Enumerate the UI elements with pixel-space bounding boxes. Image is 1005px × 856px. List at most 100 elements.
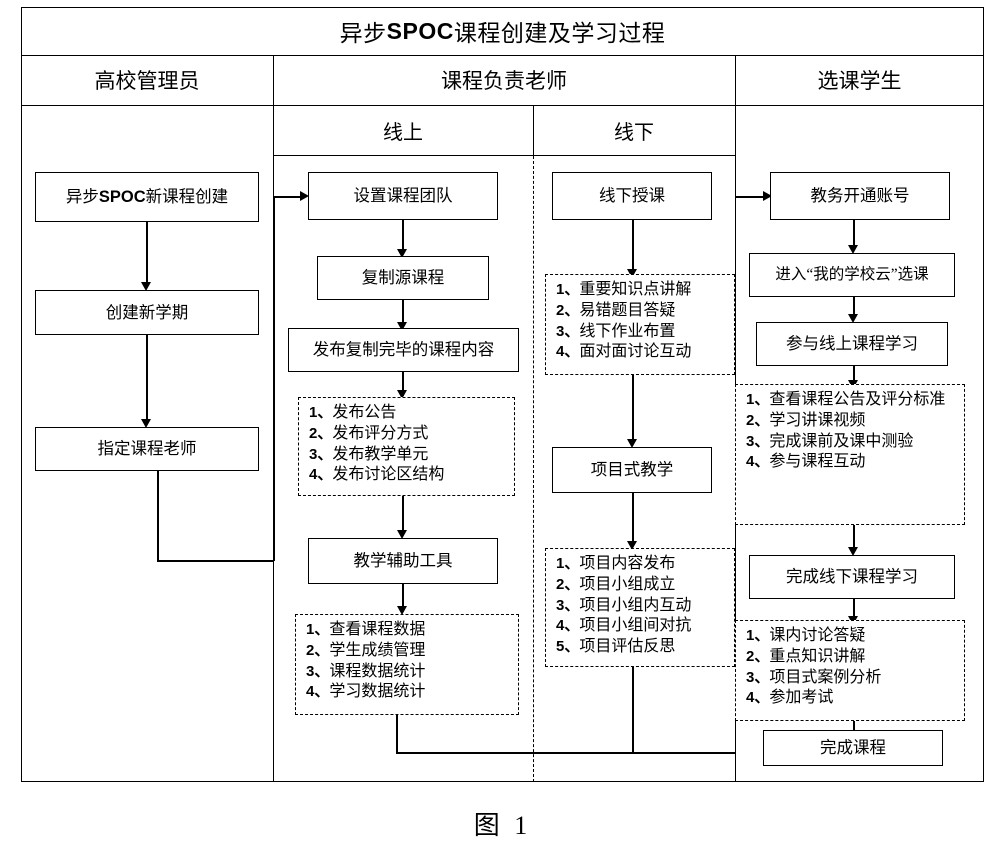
- list-item: 2、发布评分方式: [309, 424, 429, 442]
- dashbox-online-data-list: 1、查看课程数据 2、学生成绩管理 3、课程数据统计 4、学习数据统计: [295, 614, 519, 715]
- arrow-admin-to-teacher: [300, 191, 309, 201]
- connector-student-1: [853, 220, 855, 249]
- offline-teaching-list: 1、重要知识点讲解 2、易错题目答疑 3、线下作业布置 4、面对面讨论互动: [556, 280, 728, 363]
- arrow-admin-2: [141, 419, 151, 428]
- connector-student-5: [853, 599, 855, 619]
- list-item: 4、项目小组间对抗: [556, 617, 692, 635]
- node-online-set-team[interactable]: 设置课程团队: [308, 172, 498, 220]
- title-prefix: 异步: [339, 21, 387, 46]
- node-admin-assign-teacher[interactable]: 指定课程老师: [35, 427, 259, 471]
- dashbox-offline-project-list: 1、项目内容发布 2、项目小组成立 3、项目小组内互动 4、项目小组间对抗 5、…: [545, 548, 735, 667]
- list-item: 1、课内讨论答疑: [746, 627, 866, 644]
- list-item: 3、项目式案例分析: [746, 668, 882, 686]
- title-suffix: 课程创建及学习过程: [453, 21, 666, 46]
- connector-admin-3-riser: [273, 196, 275, 561]
- sublane-header-online: 线上: [383, 121, 423, 144]
- dashbox-offline-teaching-list: 1、重要知识点讲解 2、易错题目答疑 3、线下作业布置 4、面对面讨论互动: [545, 274, 735, 375]
- arrow-online-1: [397, 249, 407, 258]
- lane-header-student: 选课学生: [817, 69, 902, 93]
- arrow-online-3: [397, 390, 407, 399]
- connector-online-3: [402, 372, 404, 396]
- connector-student-4: [853, 525, 855, 550]
- online-offline-divider-solid: [533, 105, 535, 156]
- node-offline-project-teaching[interactable]: 项目式教学: [552, 447, 712, 493]
- arrow-online-5: [397, 606, 407, 615]
- arrow-online-4: [397, 530, 407, 539]
- list-item: 3、发布教学单元: [309, 445, 429, 463]
- offline-project-list: 1、项目内容发布 2、项目小组成立 3、项目小组内互动 4、项目小组间对抗 5、…: [556, 554, 728, 658]
- sublane-header-divider: [273, 155, 735, 157]
- connector-online-4: [402, 496, 404, 534]
- connector-offline-2: [632, 375, 634, 442]
- connector-offline-1: [632, 220, 634, 273]
- node-online-copy-course[interactable]: 复制源课程: [317, 256, 489, 300]
- connector-admin-1: [146, 222, 148, 285]
- dashbox-student-online-list: 1、查看课程公告及评分标准 2、学习讲课视频 3、完成课前及课中测验 4、参与课…: [735, 384, 965, 525]
- online-publish-list: 1、发布公告 2、发布评分方式 3、发布教学单元 4、发布讨论区结构: [309, 403, 508, 486]
- list-item: 4、参与课程互动: [746, 453, 866, 471]
- arrow-student-2: [848, 314, 858, 323]
- node-student-complete[interactable]: 完成课程: [763, 730, 943, 766]
- list-item: 1、查看课程数据: [306, 621, 426, 638]
- connector-online-tail-down: [396, 715, 398, 753]
- list-item: 4、学习数据统计: [306, 683, 426, 701]
- student-offline-list: 1、课内讨论答疑 2、重点知识讲解 3、项目式案例分析 4、参加考试: [746, 626, 958, 709]
- dashbox-student-offline-list: 1、课内讨论答疑 2、重点知识讲解 3、项目式案例分析 4、参加考试: [735, 620, 965, 721]
- list-item: 3、课程数据统计: [306, 662, 426, 680]
- lane-header-teacher: 课程负责老师: [441, 69, 567, 93]
- arrow-offline-2: [627, 439, 637, 448]
- list-item: 4、面对面讨论互动: [556, 343, 692, 361]
- arrow-offline-1: [627, 269, 637, 278]
- connector-student-6: [853, 721, 855, 730]
- title-acronym: SPOC: [386, 17, 454, 44]
- list-item: 1、重要知识点讲解: [556, 281, 692, 298]
- dashbox-online-publish-list: 1、发布公告 2、发布评分方式 3、发布教学单元 4、发布讨论区结构: [298, 397, 515, 496]
- swimlane-frame: [21, 7, 984, 782]
- connector-admin-2: [146, 335, 148, 422]
- lane-header-admin: 高校管理员: [94, 69, 200, 93]
- connector-online-2: [402, 300, 404, 326]
- lane-header-divider: [21, 105, 984, 107]
- connector-online-5: [402, 584, 404, 610]
- node-student-online-learning[interactable]: 参与线上课程学习: [756, 322, 948, 366]
- connector-student-3: [853, 366, 855, 383]
- node-offline-class[interactable]: 线下授课: [552, 172, 712, 220]
- list-item: 1、发布公告: [309, 404, 397, 421]
- arrow-to-student: [763, 191, 772, 201]
- node-online-publish-content[interactable]: 发布复制完毕的课程内容: [288, 328, 519, 372]
- list-item: 1、项目内容发布: [556, 555, 676, 572]
- list-item: 4、发布讨论区结构: [309, 466, 445, 484]
- connector-online-tail-right: [396, 752, 735, 754]
- connector-admin-to-teacher: [273, 196, 304, 198]
- list-item: 2、重点知识讲解: [746, 647, 866, 665]
- arrow-student-4: [848, 547, 858, 556]
- list-item: 2、学习讲课视频: [746, 411, 866, 429]
- node-student-offline-done[interactable]: 完成线下课程学习: [749, 555, 955, 599]
- node-admin-new-term[interactable]: 创建新学期: [35, 290, 259, 335]
- list-item: 2、项目小组成立: [556, 575, 676, 593]
- arrow-student-1: [848, 245, 858, 254]
- connector-to-student: [735, 196, 767, 198]
- connector-student-2: [853, 297, 855, 317]
- list-item: 2、易错题目答疑: [556, 301, 676, 319]
- node-student-select-course[interactable]: 进入“我的学校云”选课: [749, 253, 955, 297]
- arrow-online-2: [397, 322, 407, 331]
- figure-caption: 图 1: [473, 811, 532, 840]
- title-row-divider: [21, 55, 984, 57]
- node-online-teaching-tools[interactable]: 教学辅助工具: [308, 538, 498, 584]
- list-item: 3、项目小组内互动: [556, 596, 692, 614]
- online-offline-divider-dashed: [533, 156, 534, 782]
- list-item: 2、学生成绩管理: [306, 641, 426, 659]
- node-student-account[interactable]: 教务开通账号: [770, 172, 950, 220]
- node-admin-new-course[interactable]: 异步SPOC新课程创建: [35, 172, 259, 222]
- list-item: 5、项目评估反思: [556, 638, 676, 656]
- node-admin-new-course-label: 异步SPOC新课程创建: [65, 186, 229, 206]
- sublane-header-offline: 线下: [614, 121, 654, 144]
- connector-admin-3-right: [157, 560, 274, 562]
- connector-admin-3-down: [157, 471, 159, 561]
- list-item: 3、线下作业布置: [556, 322, 676, 340]
- connector-offline-tail: [632, 667, 634, 752]
- connector-offline-3: [632, 493, 634, 545]
